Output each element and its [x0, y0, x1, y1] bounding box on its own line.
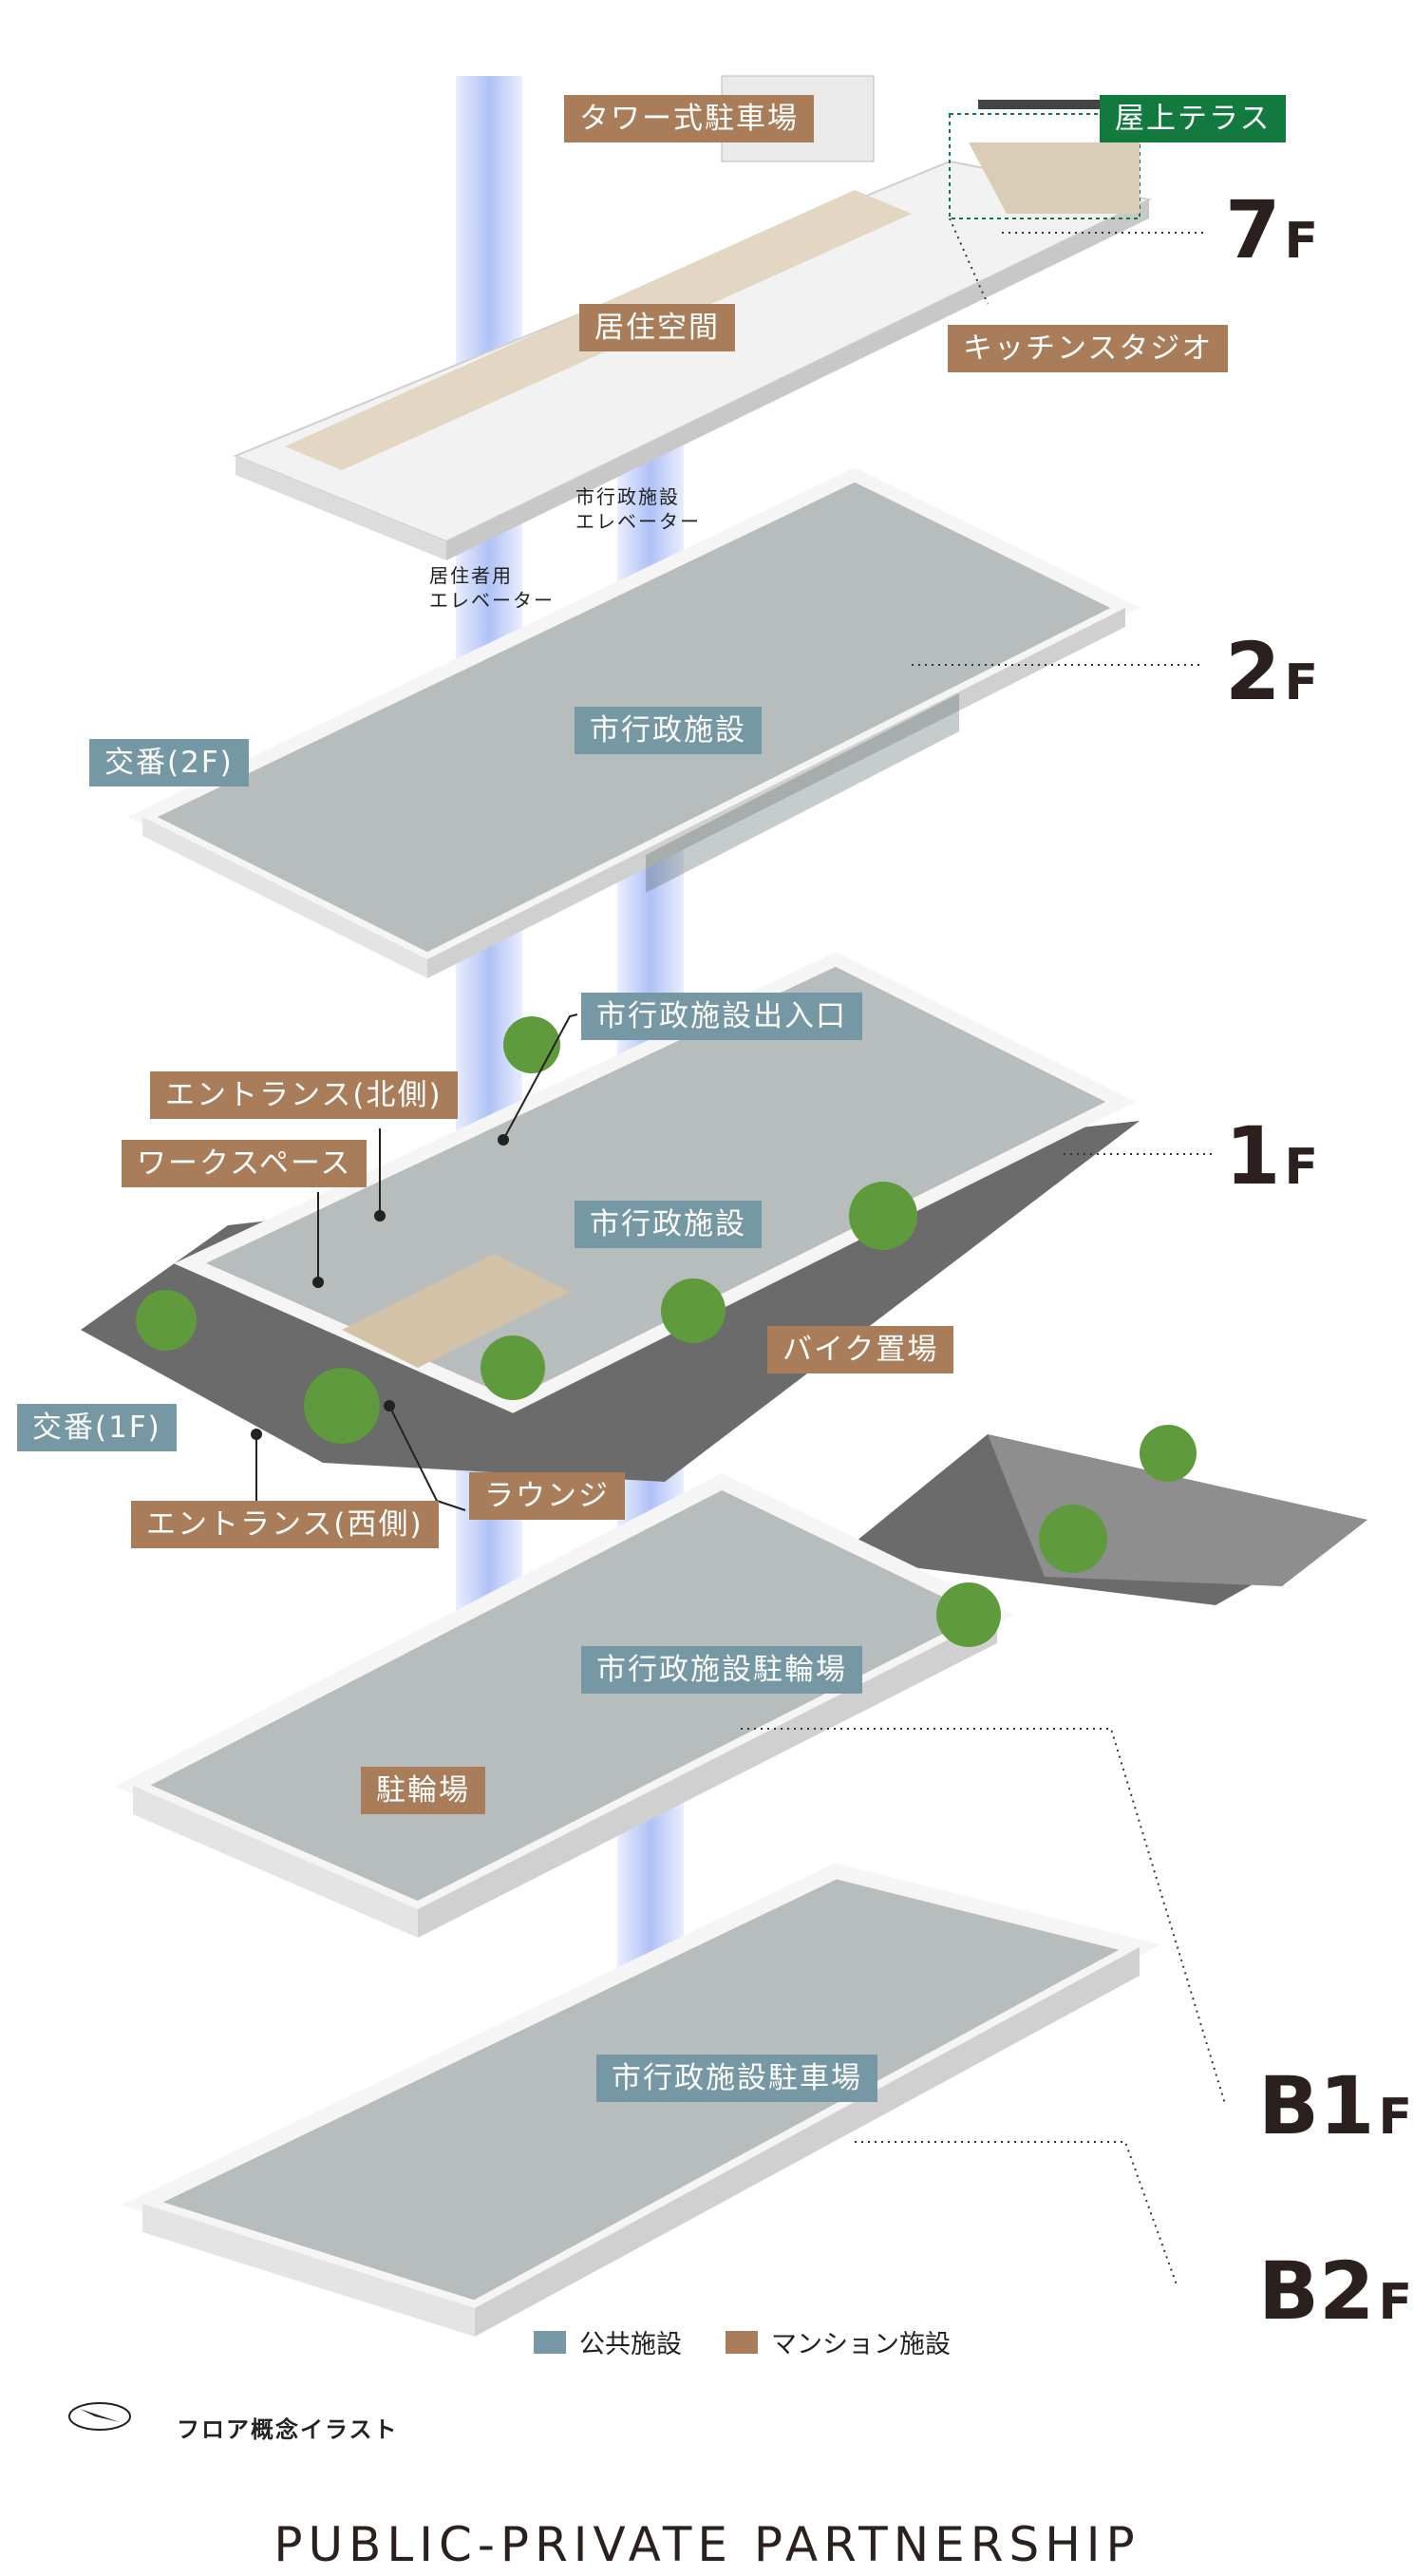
legend-label-public: 公共施設	[579, 2330, 682, 2359]
legend-swatch-mansion	[726, 2330, 758, 2354]
tag-city-bicycle-parking: 市行政施設駐輪場	[581, 1646, 862, 1694]
footer-title: PUBLIC-PRIVATE PARTNERSHIP	[273, 2517, 1141, 2572]
floor-b1-plan	[115, 1425, 1367, 1938]
tag-koban-2f: 交番(2F)	[89, 739, 249, 786]
callout-lines	[255, 1013, 578, 1511]
tag-residential-space: 居住空間	[579, 304, 735, 351]
floor-label-b1f: B1F	[1258, 2059, 1413, 2152]
tag-kitchen-studio: キッチンスタジオ	[948, 325, 1229, 372]
illustration-caption: フロア概念イラスト	[177, 2416, 399, 2443]
tag-entrance-north: エントランス(北側)	[150, 1071, 458, 1119]
floor-label-7f: 7F	[1225, 183, 1318, 276]
label-city-elevator: 市行政施設 エレベーター	[575, 485, 701, 533]
leader-lines	[741, 218, 1226, 2288]
tag-lounge: ラウンジ	[469, 1472, 625, 1520]
floor-label-b2f: B2F	[1258, 2245, 1413, 2338]
tag-workspace: ワークスペース	[122, 1140, 368, 1187]
tag-koban-1f: 交番(1F)	[17, 1404, 177, 1451]
tag-city-admin-1f: 市行政施設	[575, 1201, 762, 1248]
tag-tower-parking: タワー式駐車場	[564, 95, 814, 142]
tag-entrance-west: エントランス(西側)	[131, 1501, 439, 1548]
compass-icon	[68, 2402, 131, 2431]
legend: 公共施設 マンション施設	[534, 2323, 951, 2360]
tag-bicycle-parking: 駐輪場	[361, 1767, 485, 1814]
legend-swatch-public	[534, 2330, 566, 2354]
tag-city-admin-2f: 市行政施設	[575, 707, 762, 754]
floor-label-1f: 1F	[1225, 1109, 1318, 1203]
label-resident-elevator: 居住者用 エレベーター	[429, 564, 555, 612]
callout-dots	[251, 1134, 509, 1440]
legend-label-mansion: マンション施設	[771, 2330, 951, 2359]
tag-rooftop-terrace: 屋上テラス	[1100, 95, 1287, 142]
floor-1f-plan	[81, 952, 1140, 1482]
floor-label-2f: 2F	[1225, 625, 1318, 718]
tag-city-car-parking: 市行政施設駐車場	[596, 2055, 877, 2102]
tag-city-entrance: 市行政施設出入口	[581, 993, 862, 1040]
tag-bike-parking: バイク置場	[767, 1326, 954, 1373]
